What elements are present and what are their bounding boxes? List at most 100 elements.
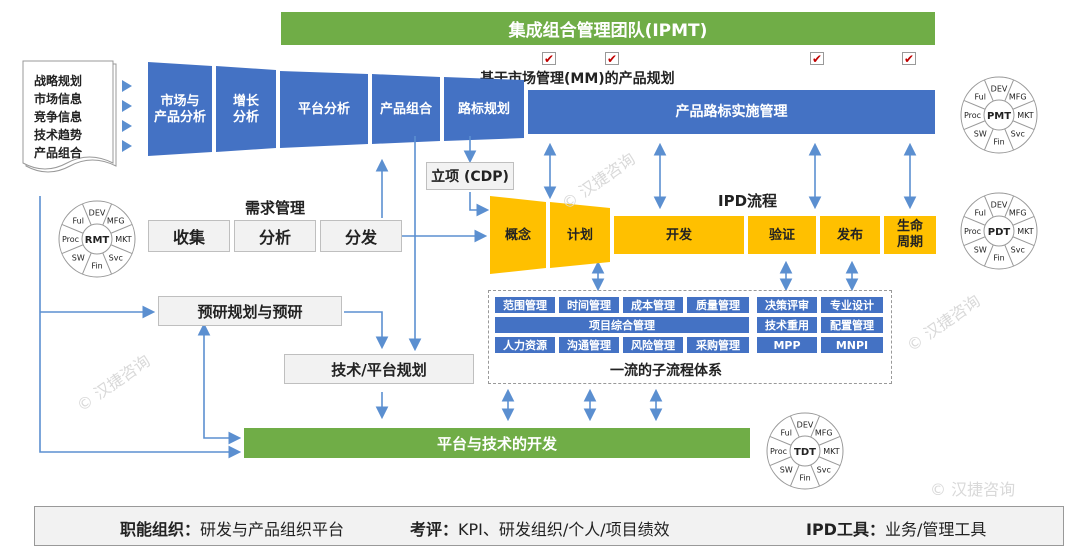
wheel-segment-label: Fin — [91, 262, 102, 271]
doc-item: 产品组合 — [34, 146, 83, 160]
ipd-funnel — [490, 196, 936, 274]
wheel-segment-label: MKT — [1017, 111, 1034, 120]
sub-cell: 决策评审 — [757, 297, 817, 313]
wheel-divider — [963, 215, 986, 226]
footer — [34, 506, 1064, 546]
wheel-divider — [789, 415, 800, 438]
wheel-segment-label: Svc — [817, 466, 831, 475]
doc-list: 战略规划 市场信息 竞争信息 技术趋势 产品组合 — [34, 72, 82, 162]
watermark: © 汉捷咨询 — [930, 480, 1016, 499]
wheel-divider — [769, 435, 792, 446]
wheel-divider — [102, 252, 113, 275]
check-icon: ✔ — [605, 52, 619, 66]
wheel-segment-label: MKT — [115, 235, 132, 244]
ipd-lifecycle: 生命 周期 — [896, 219, 923, 250]
wheel-hub — [81, 223, 113, 255]
ipmt-label: 集成组合管理团队(IPMT) — [508, 21, 708, 41]
wheel-segment-label: MKT — [1017, 227, 1034, 236]
wheel-divider — [983, 79, 994, 102]
wheel-segment-label: MFG — [1009, 208, 1027, 217]
footer-tools: IPD工具：业务/管理工具 — [806, 520, 987, 539]
wheel-divider — [983, 128, 994, 151]
wheel-divider — [1004, 79, 1015, 102]
sub-cell: 风险管理 — [623, 337, 683, 353]
wheel-segment-label: Svc — [1011, 130, 1025, 139]
wheel-segment-label: DEV — [991, 201, 1008, 210]
sub-cell: 沟通管理 — [559, 337, 619, 353]
wheel-divider — [110, 223, 133, 234]
wheel-center-label: PDT — [988, 227, 1011, 238]
wheel-divider — [789, 464, 800, 487]
wheel-segment-label: MKT — [823, 447, 840, 456]
doc-item: 战略规划 — [34, 74, 83, 88]
ipd-plan: 计划 — [566, 228, 593, 244]
wheel-divider — [102, 203, 113, 226]
wheel-divider — [818, 435, 841, 446]
tech-plan-box: 技术/平台规划 — [284, 354, 474, 384]
req-distribute: 分发 — [320, 220, 402, 252]
sub-cell: 配置管理 — [821, 317, 883, 333]
wheel-divider — [810, 415, 821, 438]
req-analyze: 分析 — [234, 220, 316, 252]
wheel-hub — [789, 435, 821, 467]
check-icon: ✔ — [902, 52, 916, 66]
mm-stage-platform: 平台分析 — [297, 102, 350, 118]
ipmt-bar: 集成组合管理团队(IPMT) — [281, 12, 935, 45]
wheel-segment-label: MFG — [1009, 92, 1027, 101]
wheel-segment-label: Proc — [770, 447, 787, 456]
wheel-segment-label: SW — [974, 246, 987, 255]
wheel-divider — [983, 244, 994, 267]
wheel-divider — [810, 464, 821, 487]
check-icon: ✔ — [542, 52, 556, 66]
pre-research-box: 预研规划与预研 — [158, 296, 342, 326]
wheel-divider — [61, 223, 84, 234]
footer-org: 职能组织：研发与产品组织平台 — [120, 520, 345, 539]
wheel-divider — [1012, 236, 1035, 247]
wheel-segment-label: SW — [72, 254, 85, 263]
check-icon: ✔ — [810, 52, 824, 66]
wheel-divider — [963, 120, 986, 131]
wheel-segment-label: DEV — [991, 85, 1008, 94]
document-stack-icon — [22, 60, 117, 173]
wheel-divider — [61, 244, 84, 255]
wheel-segment-label: SW — [974, 130, 987, 139]
wheel-divider — [81, 203, 92, 226]
wheel-segment-label: Proc — [964, 227, 981, 236]
sub-cell: 技术重用 — [757, 317, 817, 333]
sub-cell: 人力资源 — [495, 337, 555, 353]
wheel-divider — [963, 236, 986, 247]
wheel-divider — [1012, 120, 1035, 131]
doc-item: 市场信息 — [34, 92, 83, 106]
mm-stage-portfolio: 产品组合 — [379, 102, 432, 118]
sub-cell: 采购管理 — [687, 337, 749, 353]
wheel-divider — [1004, 244, 1015, 267]
wheel-segment-label: Fin — [993, 138, 1004, 147]
subprocess-box — [488, 290, 892, 384]
wheel-divider — [818, 456, 841, 467]
wheel-segment-label: Svc — [1011, 246, 1025, 255]
wheel-divider — [81, 252, 92, 275]
ipd-title: IPD流程 — [718, 192, 778, 210]
mm-stage-market: 市场与 产品分析 — [153, 94, 206, 125]
ipd-concept: 概念 — [504, 228, 531, 244]
ipd-develop: 开发 — [665, 228, 692, 244]
doc-item: 技术趋势 — [34, 128, 83, 142]
wheel-segment-label: Proc — [964, 111, 981, 120]
wheel-segment-label: MFG — [815, 428, 833, 437]
wheel-center-label: TDT — [794, 447, 816, 458]
wheel-segment-label: Ful — [781, 428, 792, 437]
wheel-divider — [1012, 99, 1035, 110]
wheel-segment-label: Ful — [975, 92, 986, 101]
wheel-hub — [983, 99, 1015, 131]
wheel-segment-label: Svc — [109, 254, 123, 263]
wheel-hub — [983, 215, 1015, 247]
sub-cell: MPP — [757, 337, 817, 353]
sub-cell: 质量管理 — [687, 297, 749, 313]
wheel-center-label: PMT — [987, 111, 1011, 122]
subprocess-title: 一流的子流程体系 — [610, 363, 722, 379]
platform-dev-bar: 平台与技术的开发 — [244, 428, 750, 458]
mm-title: 基于市场管理(MM)的产品规划 — [480, 71, 675, 87]
